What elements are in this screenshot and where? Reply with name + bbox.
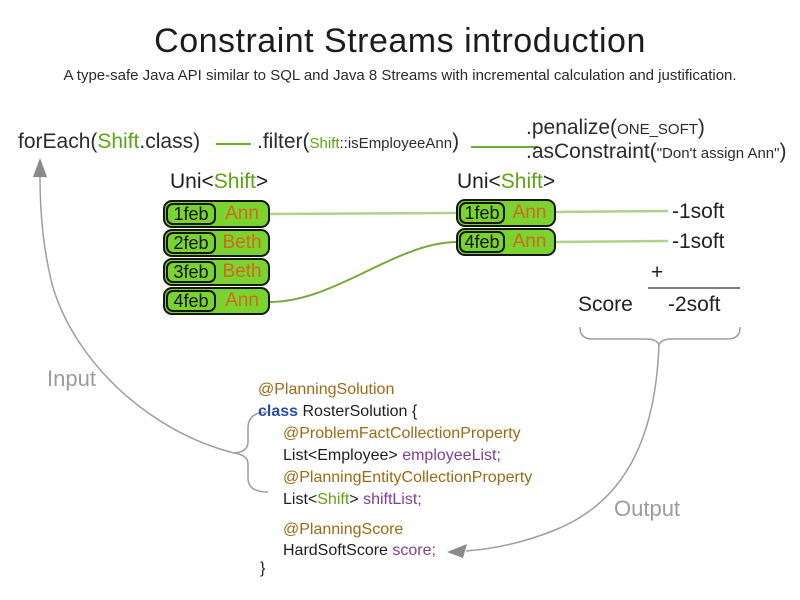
code-score-field: HardSoftScore score; [283,542,436,560]
uni-type: Shift [213,170,256,193]
shift-employee: Beth [222,261,262,282]
penalty-value-1: -1soft [672,200,725,223]
code-type-close: > [349,491,364,508]
asconstraint-arg: "Don't assign Ann" [656,145,780,162]
shift-card-2feb-beth: 2feb Beth [163,229,270,257]
filtered-card-1feb-ann: 1feb Ann [456,199,556,227]
shift-date: 4feb [459,231,505,253]
code-field-score: score; [392,542,436,559]
penalty-line-1 [553,209,669,214]
shift-date: 2feb [166,232,216,254]
code-field-employee-list: employeeList; [402,447,501,464]
score-label: Score [578,293,633,316]
penalize-expression: .penalize(ONE_SOFT) [526,116,705,140]
penalize-pre: .penalize( [526,116,618,139]
shift-employee: Ann [225,290,259,311]
code-type-list: List< [283,491,318,508]
output-label: Output [614,496,681,521]
code-annotation-planning-score: @PlanningScore [283,521,404,538]
shift-employee: Ann [225,203,259,224]
filter-pre: .filter( [257,130,310,153]
code-class-name: RosterSolution { [298,403,418,420]
foreach-type: Shift [97,130,140,153]
uni-post: > [542,170,556,193]
input-arrowhead-icon [33,158,47,177]
penalize-arg: ONE_SOFT [617,121,698,138]
page-subtitle: A type-safe Java API similar to SQL and … [63,67,737,84]
input-label: Input [47,366,96,391]
shift-date: 3feb [166,261,216,283]
foreach-post: .class) [139,130,201,153]
code-keyword-class: class [258,403,299,420]
shift-date: 4feb [166,290,216,312]
asconstraint-post: ) [779,140,787,163]
score-total: -2soft [668,293,721,316]
uni-pre: Uni< [457,170,501,193]
asconstraint-expression: .asConstraint("Don't assign Ann") [526,140,786,164]
code-class-declaration: class RosterSolution { [258,403,417,421]
uni-pre: Uni< [170,170,214,193]
code-type-hardsoftscore: HardSoftScore [283,542,393,559]
asconstraint-pre: .asConstraint( [526,140,657,163]
shift-card-3feb-beth: 3feb Beth [163,258,270,286]
filter-post: ) [452,130,460,153]
shift-card-4feb-ann: 4feb Ann [163,287,270,315]
code-type-shift: Shift [317,491,350,508]
code-shift-list: List<Shift> shiftList; [283,491,422,509]
penalty-value-2: -1soft [672,230,725,253]
penalty-line-2 [553,239,669,244]
shift-employee: Ann [512,231,547,252]
code-annotation-problem-fact: @ProblemFactCollectionProperty [283,425,521,442]
page-title: Constraint Streams introduction [154,22,646,60]
shift-date: 1feb [166,203,216,225]
map-line-1feb [269,211,457,216]
shift-date: 1feb [459,202,505,224]
code-employee-list: List<Employee> employeeList; [283,447,501,465]
code-brace [233,411,269,493]
uni-post: > [255,170,269,193]
left-stream-stack: 1feb Ann 2feb Beth 3feb Beth 4feb Ann [163,200,270,316]
filter-type: Shift [309,135,340,152]
plus-sign: + [651,261,664,284]
right-stream-stack: 1feb Ann 4feb Ann [456,199,556,257]
left-stream-type-label: Uni<Shift> [170,170,268,194]
code-closing-brace: } [260,560,266,577]
code-field-shift-list: shiftList; [363,491,422,508]
code-type-list-employee: List<Employee> [283,447,403,464]
uni-type: Shift [500,170,543,193]
shift-employee: Ann [512,202,547,223]
penalize-post: ) [697,116,705,139]
foreach-pre: forEach( [18,130,98,153]
score-brace [579,326,741,348]
filter-expression: .filter(Shift::isEmployeeAnn) [257,130,459,154]
shift-card-1feb-ann: 1feb Ann [163,200,270,228]
output-arrowhead-icon [447,544,467,558]
filter-arg: ::isEmployeeAnn [339,135,453,152]
code-annotation-planning-entity: @PlanningEntityCollectionProperty [283,469,533,486]
map-curve-4feb [269,241,457,303]
shift-employee: Beth [222,232,262,253]
foreach-expression: forEach(Shift.class) [18,130,200,154]
code-annotation-planning-solution: @PlanningSolution [258,381,395,398]
filtered-card-4feb-ann: 4feb Ann [456,228,556,256]
right-stream-type-label: Uni<Shift> [457,170,555,194]
